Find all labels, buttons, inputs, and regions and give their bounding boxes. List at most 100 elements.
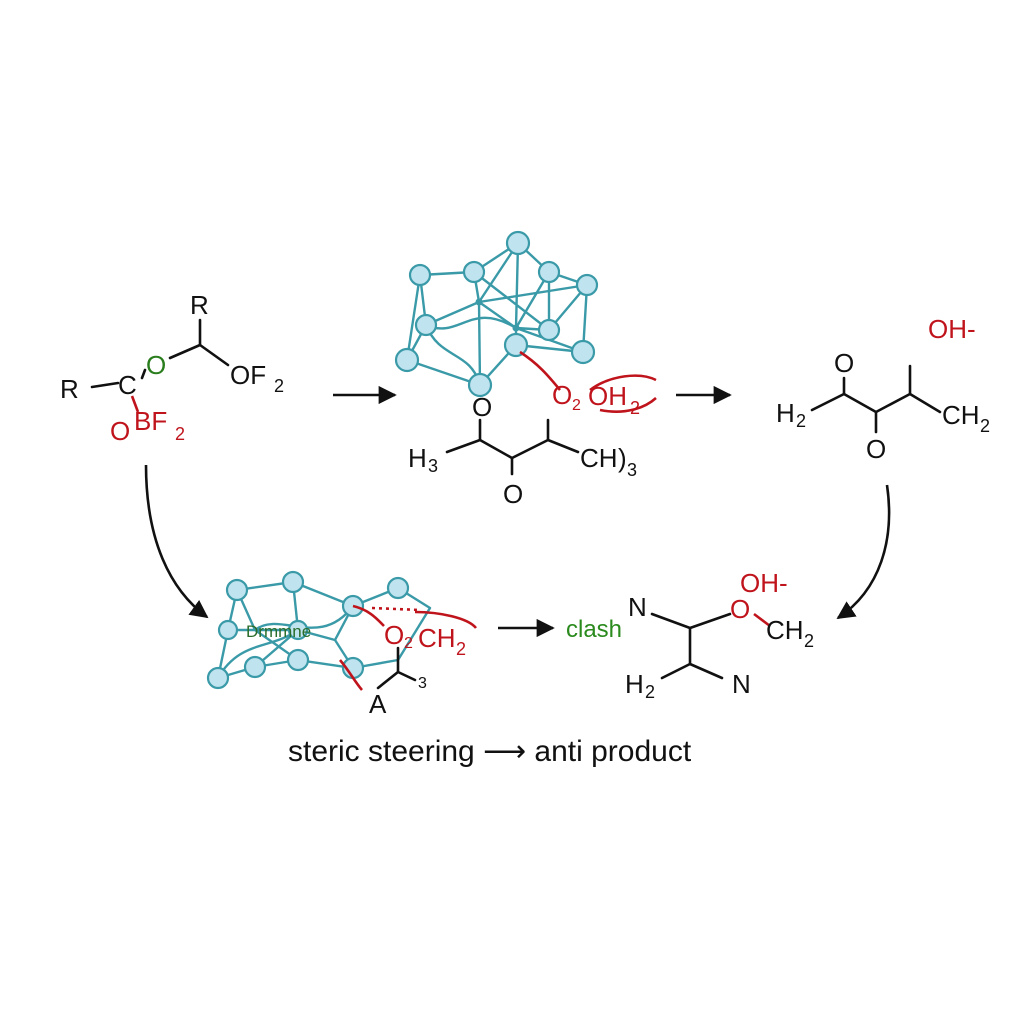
h2-label: H bbox=[625, 669, 644, 699]
cage-atom bbox=[225, 578, 249, 602]
r-top-label: R bbox=[190, 290, 209, 320]
arrow-to-clash-complex bbox=[144, 464, 209, 619]
ch3-paren: ) bbox=[618, 443, 627, 473]
bond bbox=[589, 374, 657, 392]
cage-atom bbox=[206, 666, 230, 690]
cage-atom bbox=[537, 318, 561, 342]
of2-label: OF bbox=[230, 360, 266, 390]
cage-edge bbox=[473, 242, 588, 331]
bond bbox=[130, 395, 140, 413]
bond bbox=[842, 392, 878, 414]
bond bbox=[688, 612, 732, 630]
cage-atom bbox=[286, 648, 310, 672]
bond bbox=[352, 604, 385, 627]
carbon-label: C bbox=[118, 370, 137, 400]
h2-subscript: 2 bbox=[796, 411, 806, 431]
fragment-label: 3 bbox=[418, 675, 427, 692]
ch2-group: CH 2 bbox=[418, 623, 466, 659]
cage-edge bbox=[477, 242, 551, 330]
of2-group: OF 2 bbox=[230, 360, 284, 396]
h2-group: H 2 bbox=[625, 669, 655, 702]
cage-atom bbox=[537, 260, 561, 284]
bond bbox=[599, 397, 657, 413]
a-label: A bbox=[369, 689, 387, 719]
cage-atom bbox=[394, 347, 420, 373]
bond bbox=[140, 368, 147, 380]
oh2-group: OH 2 bbox=[588, 381, 640, 418]
ketone-oxygen-label: O bbox=[503, 479, 523, 509]
cage-atom bbox=[505, 230, 531, 256]
ch2-subscript: 2 bbox=[980, 416, 990, 436]
cage-atom bbox=[503, 332, 529, 358]
bond bbox=[339, 659, 363, 691]
cage-atom bbox=[243, 655, 267, 679]
h3-group: H 3 bbox=[408, 443, 438, 476]
caption: steric steering ⟶ anti product bbox=[288, 735, 692, 768]
clash-label: clash bbox=[566, 616, 622, 643]
cage-atom bbox=[408, 263, 432, 287]
ch2-subscript: 2 bbox=[804, 631, 814, 651]
catalyst-cage-bottom: Drmmne bbox=[206, 570, 432, 690]
cage-node bbox=[475, 298, 483, 306]
cage-atom bbox=[287, 619, 309, 641]
ch2-label: CH bbox=[418, 623, 456, 653]
ch2-group: CH 2 bbox=[766, 615, 814, 651]
cage-atom bbox=[570, 339, 596, 365]
bond bbox=[376, 670, 400, 690]
cage-edge bbox=[424, 316, 517, 386]
bf2-subscript: 2 bbox=[175, 424, 185, 444]
cage-inner-text: Drmmne bbox=[246, 622, 311, 641]
cage-atom bbox=[575, 273, 599, 297]
h3-subscript: 3 bbox=[428, 456, 438, 476]
bond bbox=[908, 392, 942, 414]
cage-atom bbox=[217, 619, 239, 641]
cage-outline bbox=[405, 241, 589, 387]
cage-atom bbox=[281, 570, 305, 594]
red-oxygen-label: O bbox=[552, 380, 572, 410]
bond bbox=[753, 612, 771, 628]
carbonyl-oxygen-label: O bbox=[834, 348, 854, 378]
carbonyl-oxygen-label: O bbox=[472, 392, 492, 422]
ketone-oxygen-label: O bbox=[866, 434, 886, 464]
oh2-subscript: 2 bbox=[630, 398, 640, 418]
bf2-label: BF bbox=[134, 406, 167, 436]
cage-atom bbox=[462, 260, 486, 284]
catalyst-complex-substrate: O 2 OH 2 O O H 3 CH ) 3 bbox=[408, 350, 657, 509]
bond bbox=[660, 662, 692, 680]
arrow-to-bottom-product bbox=[836, 484, 891, 620]
bf2-group: BF 2 bbox=[134, 406, 185, 444]
o2-group: O 2 bbox=[552, 380, 581, 414]
bond bbox=[478, 438, 514, 460]
hydroxide-label: OH- bbox=[740, 568, 788, 598]
red-oxygen-label: O bbox=[110, 416, 130, 446]
h3-label: H bbox=[408, 443, 427, 473]
clash-complex-substrate: O 2 CH 2 A 3 bbox=[339, 604, 478, 719]
of2-subscript: 2 bbox=[274, 376, 284, 396]
bond bbox=[650, 612, 692, 630]
catalyst-cage-top bbox=[394, 230, 599, 398]
bond bbox=[445, 438, 482, 454]
ch2-subscript: 2 bbox=[456, 639, 466, 659]
h2-group: H 2 bbox=[776, 398, 806, 431]
bond bbox=[90, 381, 120, 389]
product-bottom-molecule: clash N OH- O CH 2 H 2 N bbox=[566, 568, 814, 702]
ch3-subscript: 3 bbox=[627, 460, 637, 480]
bond bbox=[874, 392, 912, 414]
reactant-molecule: R R C O OF 2 O BF 2 bbox=[60, 290, 284, 446]
product-top-molecule: OH- O O H 2 CH 2 bbox=[776, 314, 990, 464]
o2-subscript: 2 bbox=[572, 397, 581, 414]
nitrogen-top-label: N bbox=[628, 592, 647, 622]
nitrogen-bottom-label: N bbox=[732, 669, 751, 699]
bond bbox=[688, 662, 724, 680]
bond bbox=[396, 670, 417, 682]
bond bbox=[510, 438, 550, 460]
cage-atom bbox=[386, 576, 410, 600]
ch3-group: CH ) 3 bbox=[580, 443, 637, 480]
bond bbox=[168, 343, 202, 360]
ch2-group: CH 2 bbox=[942, 400, 990, 436]
h2-subscript: 2 bbox=[645, 682, 655, 702]
bond bbox=[546, 438, 580, 454]
o2-subscript: 2 bbox=[404, 635, 413, 652]
bond bbox=[371, 606, 421, 612]
